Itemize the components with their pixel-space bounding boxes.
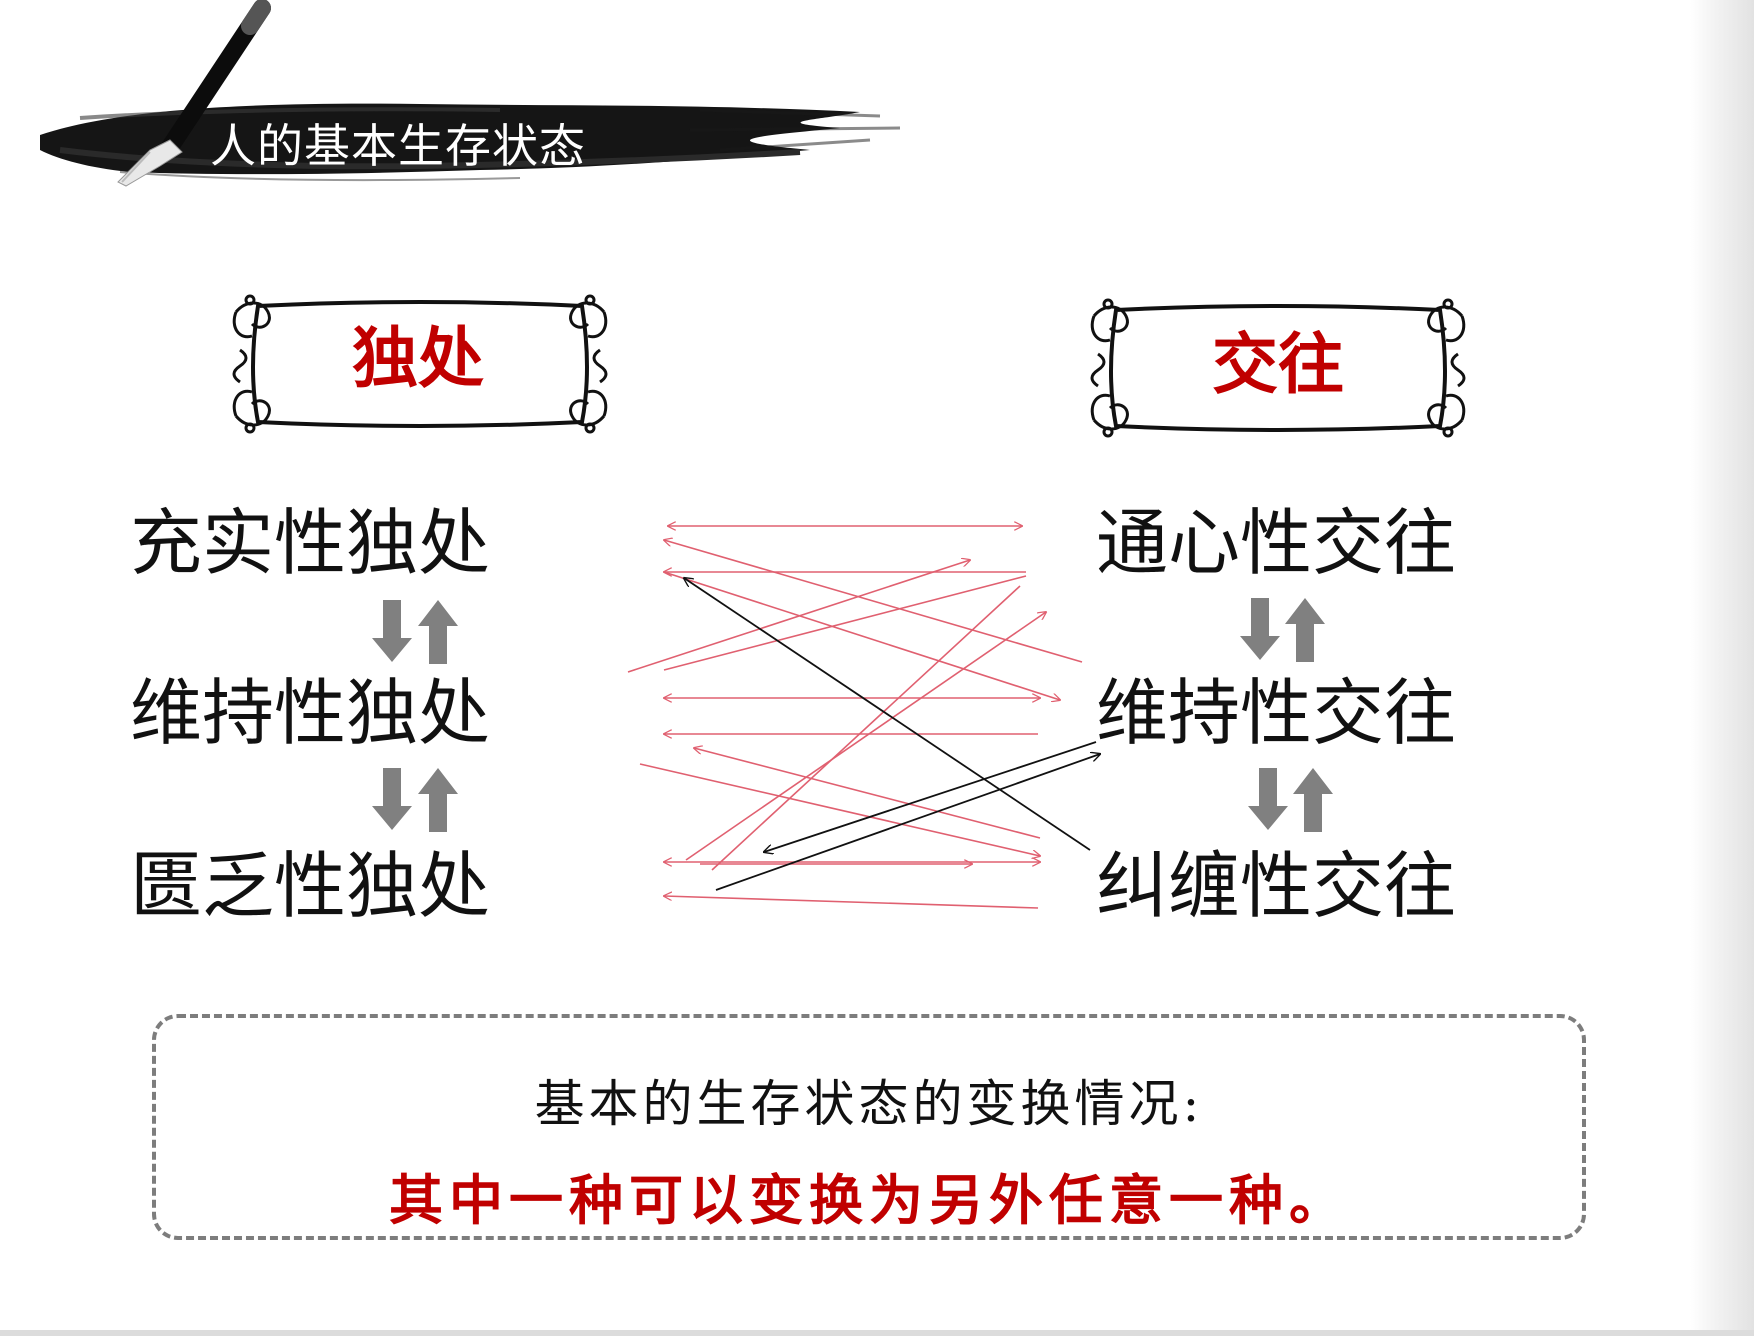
transition-arrow <box>711 585 1021 871</box>
arrow-up-icon <box>418 600 458 664</box>
transition-arrow <box>627 560 970 673</box>
arrow-up-icon <box>418 768 458 832</box>
left-state-1: 充实性独处 <box>130 501 491 585</box>
arrow-down-icon <box>1240 598 1280 660</box>
transition-arrow <box>664 540 1083 663</box>
left-vertical-arrows <box>372 600 458 832</box>
transition-arrow <box>764 741 1097 852</box>
right-state-1: 通心性交往 <box>1096 501 1457 585</box>
transition-arrow <box>684 578 1091 851</box>
note-box: 基本的生存状态的变换情况: 其中一种可以变换为另外任意一种。 <box>152 1014 1586 1240</box>
right-state-3: 纠缠性交往 <box>1096 844 1457 928</box>
arrow-up-icon <box>1285 598 1325 662</box>
page-edge <box>1690 0 1754 1336</box>
transition-arrow <box>715 754 1100 891</box>
transition-arrow <box>663 575 1027 671</box>
arrow-down-icon <box>372 600 412 662</box>
arrow-down-icon <box>372 768 412 830</box>
frame-right-ornament <box>1090 298 1466 438</box>
transition-arrows-red <box>627 526 1083 909</box>
transition-arrow <box>685 612 1046 861</box>
left-state-3: 匮乏性独处 <box>130 844 491 928</box>
transition-arrow <box>639 763 1040 856</box>
frame-left-ornament <box>232 294 608 434</box>
left-heading: 独处 <box>352 320 484 397</box>
right-vertical-arrows <box>1240 598 1333 832</box>
slide-title: 人的基本生存状态 <box>210 119 586 173</box>
transition-arrow <box>664 896 1039 909</box>
page-bottom-edge <box>0 1330 1754 1336</box>
arrow-down-icon <box>1248 768 1288 830</box>
transition-arrows-black <box>684 578 1100 891</box>
transition-arrow <box>694 748 1041 839</box>
brush-icon <box>117 0 271 187</box>
note-line-1: 基本的生存状态的变换情况: <box>534 1075 1204 1133</box>
arrow-up-icon <box>1293 768 1333 832</box>
note-line-2: 其中一种可以变换为另外任意一种。 <box>389 1168 1349 1232</box>
right-state-2: 维持性交往 <box>1096 671 1457 755</box>
transition-arrow <box>663 571 1060 700</box>
left-state-2: 维持性独处 <box>130 671 491 755</box>
ink-banner <box>40 103 901 181</box>
right-heading: 交往 <box>1212 326 1344 403</box>
